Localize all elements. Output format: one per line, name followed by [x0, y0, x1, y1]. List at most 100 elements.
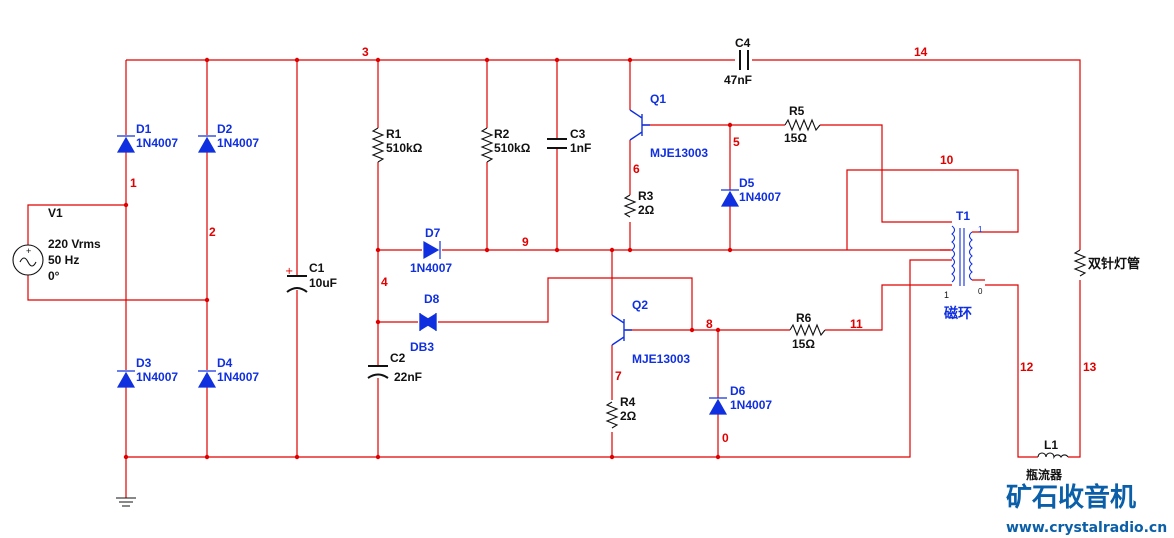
svg-text:2Ω: 2Ω: [638, 203, 655, 217]
svg-text:双针灯管: 双针灯管: [1088, 256, 1140, 271]
net-label: 0: [722, 431, 729, 445]
capacitor-c4: C4 47nF: [724, 36, 752, 87]
diac-d8: D8 DB3: [410, 292, 440, 354]
svg-text:+: +: [26, 246, 31, 256]
svg-text:L1: L1: [1044, 438, 1058, 452]
svg-text:1: 1: [944, 290, 949, 300]
svg-text:R1: R1: [386, 127, 402, 141]
svg-text:R4: R4: [620, 395, 636, 409]
watermark-title: 矿石收音机: [1006, 482, 1136, 513]
diode-d6: D6 1N4007: [708, 384, 772, 415]
svg-text:D2: D2: [217, 122, 233, 136]
svg-text:Q2: Q2: [632, 298, 648, 312]
svg-text:C1: C1: [309, 261, 325, 275]
svg-text:15Ω: 15Ω: [792, 337, 815, 351]
watermark: 矿石收音机 www.crystalradio.cn: [1006, 482, 1167, 536]
svg-text:2Ω: 2Ω: [620, 409, 637, 423]
capacitor-c1: + C1 10uF: [285, 261, 337, 293]
diode-d3: D3 1N4007: [116, 356, 178, 388]
resistor-r4: R4 2Ω: [605, 395, 637, 429]
net-label: 9: [522, 235, 529, 249]
svg-text:MJE13003: MJE13003: [632, 352, 690, 366]
svg-text:1nF: 1nF: [570, 141, 591, 155]
net-label: 1: [130, 176, 137, 190]
diode-d7: D7 1N4007: [410, 226, 452, 275]
diode-d2: D2 1N4007: [197, 122, 259, 153]
svg-text:C3: C3: [570, 127, 586, 141]
svg-text:T1: T1: [956, 209, 970, 223]
svg-text:+: +: [285, 266, 293, 277]
ground-symbol: [116, 497, 136, 507]
resistor-r2: R2 510kΩ: [480, 127, 531, 163]
transistor-q1: Q1 MJE13003: [629, 92, 708, 160]
resistor-r6: R6 15Ω: [789, 311, 826, 351]
net-labels: 3 14 1 2 4 9 5 6 10 8 11 12 13 7 0: [130, 45, 1097, 445]
svg-text:510kΩ: 510kΩ: [494, 141, 531, 155]
svg-text:1N4007: 1N4007: [730, 398, 772, 412]
source-ref: V1: [48, 206, 63, 220]
net-label: 12: [1020, 360, 1034, 374]
inductor-l1: L1 瓶流器: [1026, 438, 1069, 482]
svg-text:0: 0: [978, 287, 983, 296]
net-label: 4: [381, 275, 388, 289]
svg-text:R6: R6: [796, 311, 812, 325]
svg-text:D1: D1: [136, 122, 152, 136]
svg-text:R5: R5: [789, 104, 805, 118]
net-label: 6: [633, 162, 640, 176]
svg-text:R3: R3: [638, 189, 654, 203]
svg-text:Q1: Q1: [650, 92, 666, 106]
svg-text:C2: C2: [390, 351, 406, 365]
net-label: 7: [615, 369, 622, 383]
svg-text:10uF: 10uF: [309, 276, 337, 290]
lamp-load: 双针灯管: [1073, 249, 1140, 277]
svg-text:D5: D5: [739, 176, 755, 190]
svg-text:D3: D3: [136, 356, 152, 370]
net-label: 13: [1083, 360, 1097, 374]
svg-text:510kΩ: 510kΩ: [386, 141, 423, 155]
svg-text:47nF: 47nF: [724, 73, 752, 87]
svg-text:1: 1: [978, 225, 983, 234]
capacitor-c3: C3 1nF: [547, 127, 591, 155]
svg-text:C4: C4: [735, 36, 751, 50]
source-phase: 0°: [48, 269, 60, 283]
resistor-r3: R3 2Ω: [623, 189, 655, 218]
resistor-r5: R5 15Ω: [784, 104, 821, 145]
svg-text:22nF: 22nF: [394, 370, 422, 384]
svg-text:D8: D8: [424, 292, 440, 306]
resistor-r1: R1 510kΩ: [371, 127, 423, 163]
watermark-url: www.crystalradio.cn: [1006, 520, 1167, 536]
svg-text:1N4007: 1N4007: [136, 370, 178, 384]
svg-text:磁环: 磁环: [944, 305, 972, 321]
svg-text:1N4007: 1N4007: [136, 136, 178, 150]
svg-text:15Ω: 15Ω: [784, 131, 807, 145]
svg-text:MJE13003: MJE13003: [650, 146, 708, 160]
net-label: 3: [362, 45, 369, 59]
svg-text:1N4007: 1N4007: [739, 190, 781, 204]
svg-text:1N4007: 1N4007: [410, 261, 452, 275]
source-frequency: 50 Hz: [48, 253, 79, 267]
diode-d1: D1 1N4007: [116, 122, 178, 153]
junction-dots: [123, 57, 733, 460]
svg-text:D6: D6: [730, 384, 746, 398]
svg-text:DB3: DB3: [410, 340, 434, 354]
net-label: 10: [940, 153, 954, 167]
diode-d4: D4 1N4007: [197, 356, 259, 388]
transistor-q2: Q2 MJE13003: [611, 298, 690, 366]
net-label: 8: [706, 317, 713, 331]
transformer-t1: T1 1 1 0 磁环: [940, 209, 985, 321]
wires: [27, 59, 1081, 498]
net-label: 2: [209, 225, 216, 239]
svg-text:1N4007: 1N4007: [217, 136, 259, 150]
svg-text:瓶流器: 瓶流器: [1026, 467, 1063, 482]
net-label: 11: [850, 317, 863, 331]
source-voltage: 220 Vrms: [48, 237, 101, 251]
svg-text:D7: D7: [425, 226, 441, 240]
net-label: 5: [733, 135, 740, 149]
svg-text:1N4007: 1N4007: [217, 370, 259, 384]
capacitor-c2: C2 22nF: [367, 351, 422, 384]
svg-text:D4: D4: [217, 356, 233, 370]
ac-source-v1: + V1 220 Vrms 50 Hz 0°: [12, 206, 101, 283]
diode-d5: D5 1N4007: [720, 176, 781, 207]
svg-text:R2: R2: [494, 127, 510, 141]
